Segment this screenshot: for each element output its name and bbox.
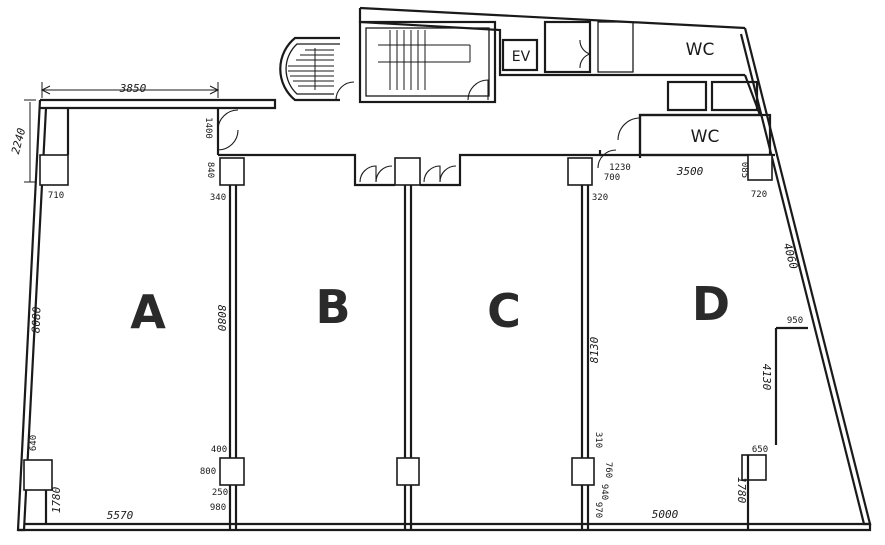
dim-top-width-a: 3850	[119, 82, 147, 95]
dim-ab-wall-top: 840	[205, 162, 215, 178]
dim-d-low-v: 1780	[735, 477, 748, 504]
dim-ab-bottom: 980	[210, 503, 226, 513]
dim-ab-door-v: 1400	[203, 117, 213, 139]
dim-d-low-step: 650	[752, 445, 768, 455]
dim-d-col-top-b: 320	[592, 193, 608, 203]
dim-a-bottom: 5570	[107, 509, 134, 522]
dim-a-top-inset: 710	[48, 191, 64, 201]
dim-ab-col-low: 400	[211, 445, 227, 455]
interior-walls	[23, 108, 808, 530]
dim-d-door: 1230	[609, 163, 631, 173]
room-a-label: A	[130, 285, 166, 339]
dim-left-main: 8080	[30, 306, 44, 333]
dim-ab-col-bottom: 250	[212, 488, 228, 498]
room-b-label: B	[315, 280, 350, 334]
elevator-label: EV	[512, 49, 531, 65]
dim-ab-wall-main: 8080	[215, 305, 228, 332]
dim-a-left-bottom: 1780	[50, 486, 63, 513]
service-core	[279, 20, 772, 158]
wc-lower-label: WC	[691, 127, 720, 147]
wc-upper-label: WC	[686, 40, 715, 60]
dim-d-col-bottom: 970	[593, 502, 603, 518]
dim-ab-col: 800	[200, 467, 216, 477]
dim-d-top: 3500	[676, 165, 704, 178]
dim-ab-col-top: 340	[210, 193, 226, 203]
dim-d-col-b: 940	[599, 484, 609, 500]
dim-d-bottom: 5000	[652, 508, 679, 521]
dim-d-step-v: 4130	[760, 364, 773, 391]
dim-left-upper: 2240	[9, 126, 29, 155]
outer-walls	[16, 6, 872, 532]
dim-a-left-low: 640	[29, 435, 39, 451]
curved-stair	[288, 48, 334, 90]
room-d-label: D	[692, 277, 730, 331]
room-c-label: C	[487, 284, 521, 338]
dim-d-right-diag: 4060	[781, 242, 801, 271]
dim-d-col-a: 760	[603, 462, 613, 478]
dim-d-right-small: 085	[739, 162, 749, 178]
dim-d-col-top-a: 700	[604, 173, 620, 183]
main-stair	[378, 30, 471, 90]
dim-d-col-low: 310	[593, 432, 603, 448]
dim-d-step: 950	[787, 316, 803, 326]
dim-d-wall-main: 8130	[588, 336, 601, 363]
dim-d-right-inset: 720	[751, 190, 767, 200]
dimension-markers	[24, 82, 220, 183]
